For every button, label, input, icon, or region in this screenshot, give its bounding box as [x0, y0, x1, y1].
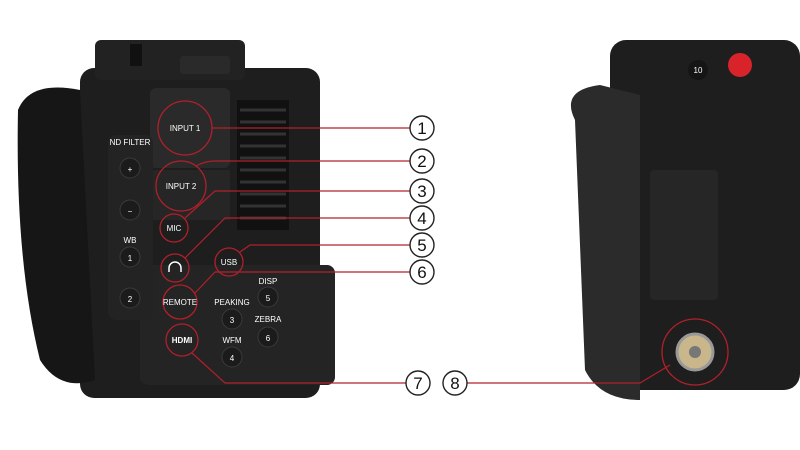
callout-1: 1 — [409, 115, 435, 141]
svg-text:HDMI: HDMI — [172, 336, 192, 345]
svg-text:6: 6 — [417, 263, 426, 282]
callout-5: 5 — [409, 232, 435, 258]
port-8-ring — [661, 318, 729, 386]
svg-text:3: 3 — [417, 182, 426, 201]
nd-minus-button[interactable]: − — [119, 199, 141, 221]
callout-8: 8 — [442, 370, 468, 396]
callout-7: 7 — [405, 370, 431, 396]
svg-text:6: 6 — [266, 334, 271, 343]
button-3[interactable]: 3 — [221, 308, 243, 330]
button-5[interactable]: 5 — [257, 286, 279, 308]
wfm-label: WFM — [222, 336, 241, 345]
button-6[interactable]: 6 — [257, 326, 279, 348]
svg-text:2: 2 — [417, 152, 426, 171]
svg-text:−: − — [128, 207, 133, 216]
nd-plus-button[interactable]: + — [119, 157, 141, 179]
svg-text:4: 4 — [417, 209, 426, 228]
svg-text:5: 5 — [266, 294, 271, 303]
button-1[interactable]: 1 — [119, 246, 141, 268]
wb-label: WB — [124, 236, 137, 245]
svg-text:7: 7 — [413, 374, 422, 393]
port-usb: USB — [214, 247, 244, 277]
svg-text:8: 8 — [450, 374, 459, 393]
svg-text:1: 1 — [417, 119, 426, 138]
callout-3: 3 — [409, 178, 435, 204]
callout-4: 4 — [409, 205, 435, 231]
svg-text:+: + — [128, 165, 133, 174]
svg-text:INPUT 1: INPUT 1 — [170, 124, 201, 133]
port-mic: MIC — [159, 213, 189, 243]
callout-2: 2 — [409, 148, 435, 174]
port-headphones — [160, 253, 190, 283]
svg-text:USB: USB — [221, 258, 237, 267]
callout-6: 6 — [409, 259, 435, 285]
port-hdmi: HDMI — [165, 323, 199, 357]
svg-text:MIC: MIC — [167, 224, 182, 233]
disp-label: DISP — [259, 277, 278, 286]
svg-text:5: 5 — [417, 236, 426, 255]
svg-text:3: 3 — [230, 316, 235, 325]
svg-text:4: 4 — [230, 354, 235, 363]
button-4[interactable]: 4 — [221, 346, 243, 368]
port-input-2: INPUT 2 — [155, 160, 207, 212]
zebra-label: ZEBRA — [255, 315, 282, 324]
nd-filter-label: ND FILTER — [110, 138, 151, 147]
port-remote: REMOTE — [162, 284, 198, 320]
button-10-label: 10 — [694, 66, 703, 75]
headphones-icon — [168, 261, 182, 272]
svg-text:1: 1 — [128, 254, 133, 263]
peaking-label: PEAKING — [214, 298, 250, 307]
svg-text:2: 2 — [128, 295, 133, 304]
right-camera: 10 — [570, 40, 800, 400]
button-2[interactable]: 2 — [119, 287, 141, 309]
svg-text:REMOTE: REMOTE — [163, 298, 197, 307]
svg-text:INPUT 2: INPUT 2 — [166, 182, 197, 191]
leader-lines — [184, 127, 671, 384]
